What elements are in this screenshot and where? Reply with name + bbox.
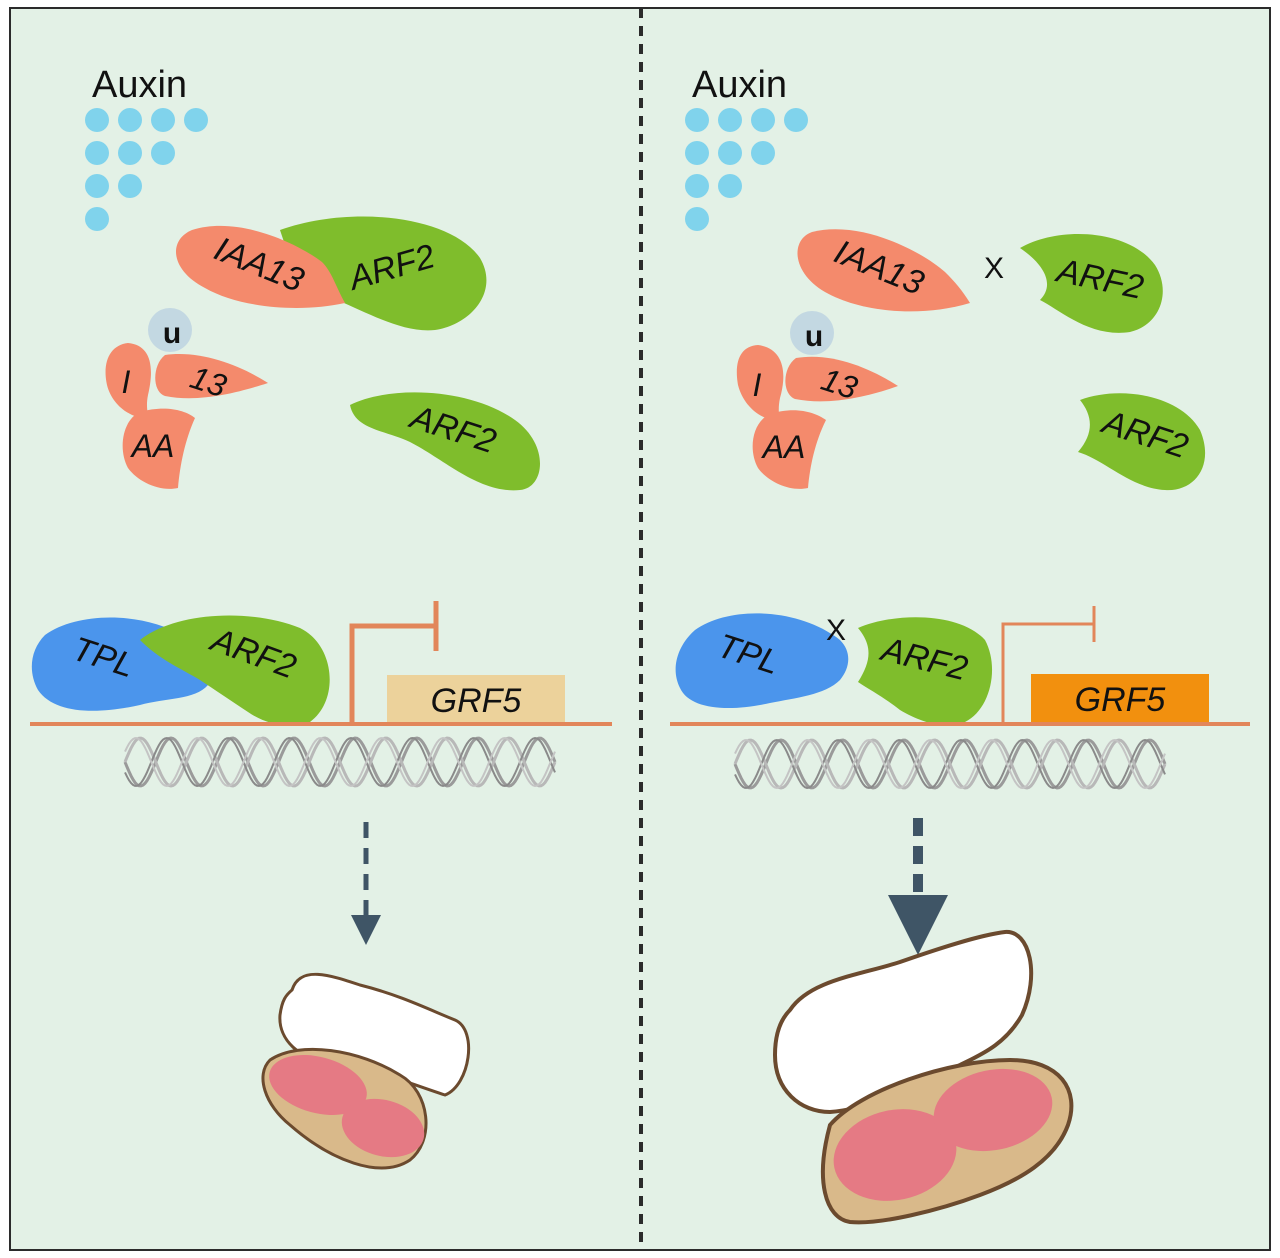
tpl-arf2-separated: TPL X ARF2 — [675, 613, 993, 726]
iaa13-arf2-complex: ARF2 IAA13 — [176, 216, 487, 331]
tpl-arf2-repressor: TPL ARF2 — [31, 615, 330, 726]
dna-double-helix — [733, 738, 1167, 790]
promoter-arrow — [1001, 622, 1094, 722]
auxin-dot — [151, 108, 175, 132]
auxin-dot — [751, 141, 775, 165]
peanut-shell-top — [772, 930, 1034, 1115]
block-x-mark: X — [826, 614, 846, 647]
free-arf2: ARF2 — [350, 392, 540, 491]
dna-double-helix — [123, 736, 557, 788]
iaa13-fragment-13 — [785, 356, 898, 402]
ubiquitin-label: u — [163, 317, 181, 350]
dna-strand — [733, 738, 1167, 790]
free-arf2: ARF2 — [1078, 393, 1206, 491]
fragment-i-label: I — [753, 367, 762, 403]
auxin-group: Auxin — [685, 64, 808, 231]
auxin-dot — [685, 174, 709, 198]
grf5-gene-box — [387, 675, 565, 722]
auxin-dot — [685, 141, 709, 165]
dna-strand — [123, 736, 557, 788]
peanut-kernel — [933, 1068, 1053, 1152]
arf2-protein — [1078, 393, 1206, 491]
peanut-shell-top — [278, 972, 470, 1097]
ubiquitin-tag — [148, 308, 192, 352]
iaa13-fragment-i — [736, 345, 784, 420]
gene-region: GRF5 — [1001, 606, 1209, 722]
fragment-i-label: I — [122, 364, 131, 400]
auxin-dot — [118, 108, 142, 132]
auxin-dot — [151, 141, 175, 165]
grf5-label: GRF5 — [1075, 681, 1166, 719]
auxin-dot — [85, 108, 109, 132]
auxin-label: Auxin — [692, 64, 787, 106]
iaa13-fragment-i — [105, 343, 151, 418]
auxin-dot — [751, 108, 775, 132]
arf2-protein — [858, 617, 993, 726]
auxin-dots — [85, 108, 208, 231]
auxin-dot — [718, 108, 742, 132]
auxin-dot — [118, 141, 142, 165]
auxin-dot — [85, 207, 109, 231]
degraded-iaa13: u I 13 AA — [105, 308, 268, 489]
auxin-dot — [184, 108, 208, 132]
gene-region: GRF5 — [349, 601, 565, 722]
arf2-protein — [1020, 233, 1163, 333]
peanut-small — [261, 972, 470, 1170]
fragment-aa-label: AA — [761, 429, 806, 465]
grf5-label: GRF5 — [431, 682, 522, 720]
peanut-kernel — [269, 1055, 367, 1115]
dna-strand — [124, 736, 556, 788]
fragment-aa-label: AA — [130, 428, 175, 464]
iaa13-fragment-13 — [155, 354, 268, 399]
dna-strand — [124, 736, 556, 788]
auxin-dot — [718, 174, 742, 198]
iaa13-protein — [797, 229, 970, 312]
arf2-protein — [350, 392, 540, 491]
iaa13-fragment-aa — [752, 410, 826, 489]
dna-strand — [734, 738, 1166, 790]
auxin-dot — [718, 141, 742, 165]
auxin-dot — [784, 108, 808, 132]
promoter-arrow — [349, 623, 436, 722]
auxin-dots — [685, 108, 808, 231]
left-panel: Auxin ARF2 IAA13 u — [30, 64, 612, 1170]
iaa13-arf2-separated: IAA13 X ARF2 — [797, 229, 1163, 333]
right-panel: Auxin IAA13 X ARF2 — [670, 64, 1250, 1225]
peanut-kernel — [341, 1098, 425, 1158]
ubiquitin-tag — [790, 311, 834, 355]
arf2-protein — [140, 615, 330, 726]
auxin-dot — [118, 174, 142, 198]
auxin-group: Auxin — [85, 64, 208, 231]
auxin-dot — [85, 174, 109, 198]
auxin-dot — [685, 207, 709, 231]
auxin-label: Auxin — [92, 64, 187, 106]
iaa13-protein — [176, 225, 345, 308]
auxin-dot — [85, 141, 109, 165]
ubiquitin-label: u — [805, 320, 823, 353]
block-x-mark: X — [984, 252, 1004, 285]
peanut-large — [772, 930, 1074, 1225]
peanut-kernel — [833, 1109, 957, 1201]
tpl-protein — [675, 613, 849, 709]
iaa13-fragment-aa — [122, 408, 195, 489]
auxin-dot — [685, 108, 709, 132]
grf5-gene-box — [1031, 674, 1209, 722]
dna-strand — [734, 738, 1166, 790]
arf2-protein — [280, 216, 487, 331]
